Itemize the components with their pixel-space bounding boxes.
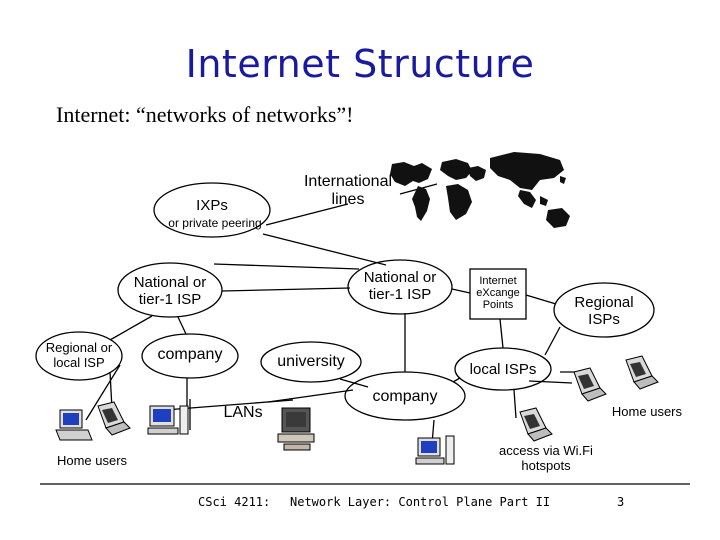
- company-left-cloud: [141, 333, 239, 379]
- international-lines-label: International lines: [303, 173, 393, 209]
- company-left-label: company: [157, 346, 223, 363]
- regional-local-isp-cloud: [35, 331, 123, 381]
- national-isp-right-cloud: [347, 259, 453, 315]
- slide-title: Internet Structure: [185, 42, 535, 86]
- slide-subtitle: Internet: “networks of networks”!: [56, 102, 354, 127]
- world-map-icon: [390, 152, 570, 228]
- page-number: 3: [617, 495, 625, 509]
- regional-local-isp-label: Regional or local ISP: [45, 340, 113, 370]
- home-users-left-label: Home users: [56, 453, 128, 468]
- private-peering-label: or private peering: [168, 216, 262, 230]
- company-right-label: company: [372, 388, 438, 405]
- university-label: university: [277, 353, 345, 370]
- laptop-icon: [519, 407, 553, 442]
- university-cloud: [260, 341, 362, 383]
- desktop-computer-icon: [415, 435, 455, 465]
- regional-isps-label: Regional ISPs: [574, 294, 634, 329]
- footer-course: CSci 4211:: [198, 495, 271, 509]
- wifi-access-label: access via Wi.Fi hotspots: [499, 443, 593, 473]
- lans-label: LANs: [223, 404, 263, 421]
- national-isp-left-cloud: [117, 262, 223, 318]
- local-isps-label: local ISPs: [469, 361, 537, 378]
- laptop-icon: [97, 401, 131, 436]
- national-isp-right-label: National or tier-1 ISP: [363, 269, 437, 304]
- home-users-right-label: Home users: [611, 404, 682, 419]
- desktop-computer-icon: [55, 409, 93, 441]
- national-isp-left-label: National or tier-1 ISP: [133, 274, 207, 309]
- laptop-icon: [573, 367, 607, 402]
- footer-topic: Network Layer: Control Plane Part II: [290, 495, 551, 509]
- ixps-cloud: [153, 182, 271, 238]
- ixp-box: [469, 268, 527, 320]
- internet-exchange-label: Internet eXcange Points: [476, 275, 520, 312]
- workstation-icon: [277, 407, 315, 451]
- regional-isps-cloud: [553, 282, 655, 338]
- laptop-icon: [625, 355, 659, 390]
- ixps-label: IXPs: [196, 197, 228, 214]
- desktop-computer-icon: [147, 405, 189, 435]
